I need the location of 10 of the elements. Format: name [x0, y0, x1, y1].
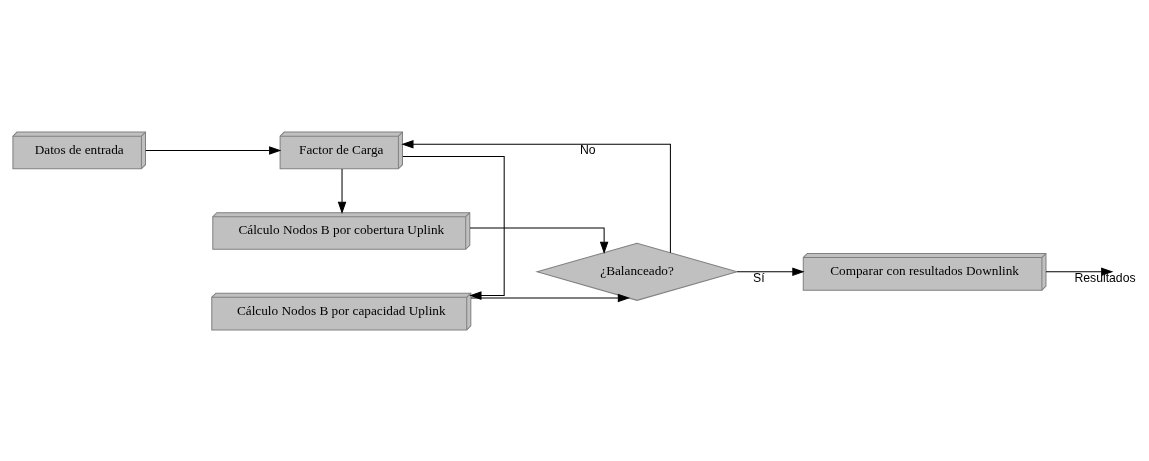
edge-label: Sí	[753, 270, 765, 285]
arrow	[145, 145, 282, 155]
arrow	[401, 139, 671, 253]
arrow	[469, 226, 609, 254]
edge-label: Resultados	[1074, 270, 1136, 285]
arrow	[736, 267, 805, 276]
arrow	[1045, 267, 1114, 276]
arrow	[470, 293, 631, 302]
arrow	[337, 168, 347, 214]
edge-label: No	[579, 142, 596, 157]
